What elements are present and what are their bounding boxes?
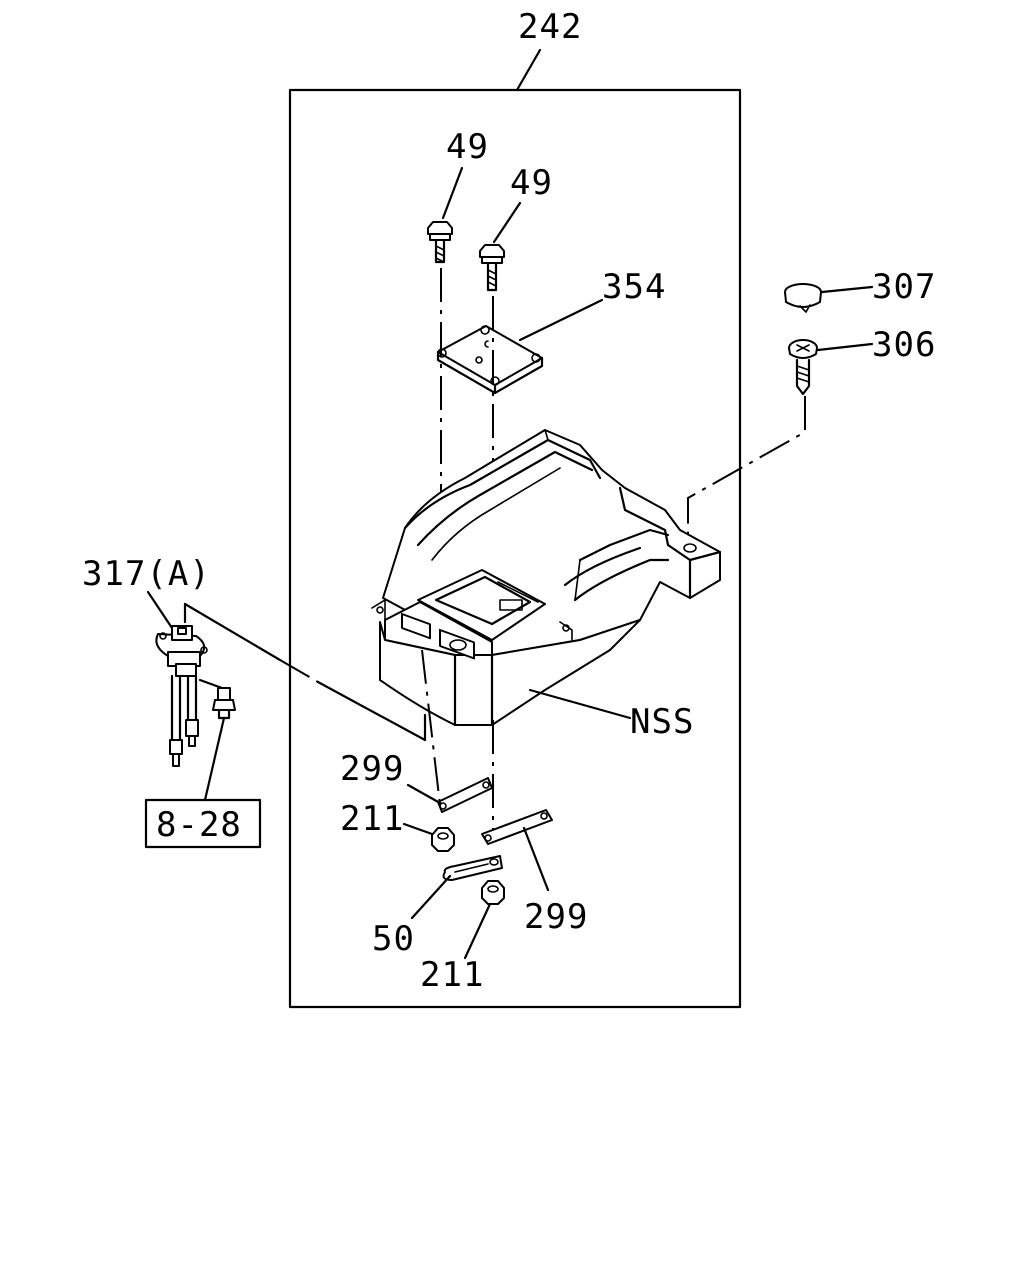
callout-242: 242 <box>518 7 582 47</box>
callout-49-left: 49 <box>446 127 489 167</box>
leader-299-right <box>522 826 550 892</box>
cap <box>784 283 822 313</box>
callout-211-left: 211 <box>340 799 404 839</box>
clip <box>442 855 503 881</box>
leader-317 <box>146 590 174 630</box>
callout-nss: NSS <box>630 702 694 742</box>
leader-50 <box>410 874 452 920</box>
leader-299-left <box>406 783 442 805</box>
callout-354: 354 <box>602 267 666 307</box>
leader-307 <box>820 285 874 294</box>
callout-317: 317(A) <box>82 554 211 594</box>
callout-306: 306 <box>872 325 936 365</box>
leader-49-right <box>492 201 522 244</box>
leader-211-bottom <box>463 902 492 960</box>
callout-299-right: 299 <box>524 897 588 937</box>
callout-211-bottom: 211 <box>420 955 484 995</box>
callout-299-left: 299 <box>340 749 404 789</box>
axis-screw <box>687 396 806 540</box>
nut-bottom <box>481 880 505 905</box>
bracket-left <box>437 777 493 813</box>
switch-link <box>183 602 427 742</box>
plate <box>436 325 544 395</box>
bolt-left <box>427 221 453 264</box>
leader-nss <box>528 688 632 720</box>
callout-49-right: 49 <box>510 163 553 203</box>
leader-354 <box>518 298 604 342</box>
bracket-right <box>481 809 553 845</box>
leader-242 <box>515 48 542 92</box>
screw <box>788 339 818 396</box>
nut-left <box>431 827 455 852</box>
switch <box>155 625 236 767</box>
leader-306 <box>816 342 874 352</box>
console <box>371 429 722 727</box>
leader-49-left <box>441 166 464 220</box>
leader-211-left <box>402 822 434 836</box>
callout-307: 307 <box>872 267 936 307</box>
switch-link-dash <box>279 659 319 683</box>
assembly-frame <box>288 88 742 1009</box>
callout-50: 50 <box>372 919 415 959</box>
bolt-right <box>479 244 505 292</box>
ref-box <box>144 798 262 849</box>
leader-8-28 <box>203 716 226 802</box>
callout-8-28: 8-28 <box>156 805 242 845</box>
axis-console-left <box>421 649 441 806</box>
